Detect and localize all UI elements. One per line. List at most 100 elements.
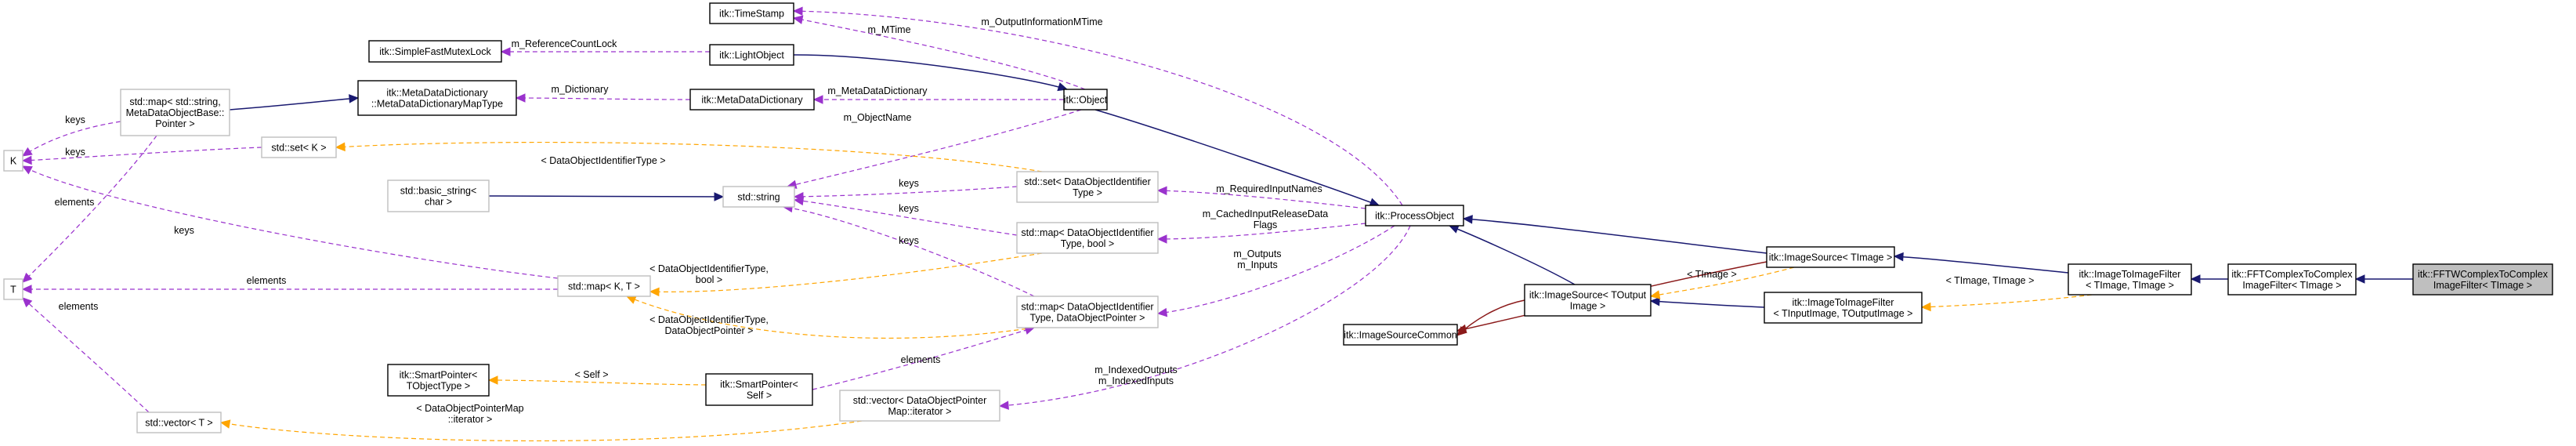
edge-arrowhead — [792, 15, 804, 24]
edge-line — [783, 206, 1035, 297]
node-box[interactable] — [136, 412, 222, 433]
node-box[interactable] — [705, 373, 813, 406]
node-imagesource_timage[interactable]: itk::ImageSource< TImage > — [1766, 246, 1895, 268]
node-smartpointer_tobj[interactable]: itk::SmartPointer<TObjectType > — [387, 364, 490, 397]
node-label: char > — [425, 197, 452, 208]
edge-line — [999, 225, 1411, 407]
edge-line — [1449, 225, 1576, 285]
node-metadatadictionary[interactable]: itk::MetaDataDictionary — [689, 89, 815, 111]
edge-arrowhead — [2190, 274, 2201, 284]
node-label: itk::MetaDataDictionary — [386, 88, 488, 99]
node-map_doit_bool[interactable]: std::map< DataObjectIdentifierType, bool… — [1016, 222, 1159, 254]
edge-label: keys — [65, 114, 85, 125]
node-box[interactable] — [387, 364, 490, 397]
edge-object-processobject — [1094, 109, 1380, 207]
edge-arrowhead — [515, 93, 526, 103]
edges-layer: m_MTimem_OutputInformationMTimem_Referen… — [21, 6, 2413, 442]
node-box[interactable] — [1016, 171, 1159, 203]
node-box[interactable] — [3, 278, 24, 300]
node-box[interactable] — [2068, 263, 2192, 296]
node-box[interactable] — [120, 89, 230, 136]
node-box[interactable] — [1016, 222, 1159, 254]
node-box[interactable] — [557, 275, 651, 297]
node-box[interactable] — [689, 89, 815, 111]
node-set_doit[interactable]: std::set< DataObjectIdentifierType > — [1016, 171, 1159, 203]
node-box[interactable] — [1766, 246, 1895, 268]
node-simplefastmutexlock[interactable]: itk::SimpleFastMutexLock — [368, 40, 502, 63]
node-object[interactable]: itk::Object — [1063, 89, 1108, 111]
node-smartpointer_self[interactable]: itk::SmartPointer<Self > — [705, 373, 813, 406]
edge-label: m_ObjectName — [844, 112, 912, 123]
node-label: itk::SimpleFastMutexLock — [379, 46, 491, 57]
node-box[interactable] — [368, 40, 502, 63]
node-label: MetaDataObjectBase:: — [126, 107, 225, 118]
node-box[interactable] — [2412, 263, 2553, 296]
node-box[interactable] — [1524, 284, 1652, 317]
edge-basicstring-string — [488, 192, 725, 201]
edge-label: bool > — [696, 274, 722, 285]
edge-label: elements — [55, 197, 95, 208]
node-label: itk::ImageSource< TOutput — [1529, 290, 1647, 301]
edge-arrowhead — [1156, 307, 1168, 317]
node-label: itk::SmartPointer< — [400, 370, 478, 381]
node-imagetoimagefilter_tin[interactable]: itk::ImageToImageFilter< TInputImage, TO… — [1764, 292, 1923, 324]
node-box[interactable] — [357, 80, 517, 116]
node-box[interactable] — [1343, 324, 1458, 346]
node-metadatadictionarymaptype[interactable]: itk::MetaDataDictionary::MetaDataDiction… — [357, 80, 517, 116]
node-basic_string[interactable]: std::basic_string<char > — [387, 179, 490, 212]
node-box[interactable] — [709, 44, 794, 66]
node-vector_t[interactable]: std::vector< T > — [136, 412, 222, 433]
node-label: itk::ImageSource< TImage > — [1769, 252, 1893, 263]
node-label: Type > — [1073, 187, 1102, 198]
edge-imagesource_timage-itif_timage — [1893, 252, 2069, 274]
node-imagetoimagefilter_timage[interactable]: itk::ImageToImageFilter< TImage, TImage … — [2068, 263, 2192, 296]
edge-label: keys — [65, 147, 85, 158]
node-map_doit_dop[interactable]: std::map< DataObjectIdentifierType, Data… — [1016, 296, 1159, 328]
edge-itif_tin-itif_timage: < TImage, TImage > — [1920, 275, 2093, 312]
node-k[interactable]: K — [3, 150, 24, 172]
node-box[interactable] — [3, 150, 24, 172]
node-vector_dopm[interactable]: std::vector< DataObjectPointerMap::itera… — [839, 390, 1000, 422]
node-box[interactable] — [1016, 296, 1159, 328]
edge-vector-vectordopm: < DataObjectPointerMap::iterator > — [219, 403, 863, 442]
edge-setdoit-processobject: m_RequiredInputNames — [1156, 183, 1366, 209]
edge-line — [793, 54, 1068, 90]
node-label: std::map< DataObjectIdentifier — [1021, 227, 1153, 238]
edge-label: < TImage, TImage > — [1946, 275, 2035, 286]
edge-line — [1157, 225, 1395, 314]
node-map_kt[interactable]: std::map< K, T > — [557, 275, 651, 297]
edge-label: keys — [174, 225, 194, 236]
edge-imagesource_toutput-imagesource_timage: < TImage > — [1649, 267, 1795, 299]
edge-label: m_Outputs — [1233, 248, 1281, 259]
node-box[interactable] — [1365, 205, 1464, 227]
node-label: T — [10, 285, 16, 296]
edge-line — [335, 141, 1043, 172]
node-set_k[interactable]: std::set< K > — [261, 136, 337, 158]
node-timestamp[interactable]: itk::TimeStamp — [709, 2, 794, 24]
edge-line — [1921, 294, 2093, 308]
edge-arrowhead — [21, 147, 33, 157]
edge-label: ::iterator > — [448, 414, 493, 425]
node-box[interactable] — [261, 136, 337, 158]
node-box[interactable] — [722, 186, 795, 208]
node-label: Type, DataObjectPointer > — [1030, 313, 1145, 324]
node-box[interactable] — [1764, 292, 1923, 324]
node-t[interactable]: T — [3, 278, 24, 300]
edge-arrowhead — [1156, 186, 1167, 196]
node-imagesource_toutput[interactable]: itk::ImageSource< TOutputImage > — [1524, 284, 1652, 317]
node-map_string[interactable]: std::map< std::string,MetaDataObjectBase… — [120, 89, 230, 136]
node-box[interactable] — [387, 179, 490, 212]
node-box[interactable] — [709, 2, 794, 24]
edge-line — [22, 135, 157, 283]
node-processobject[interactable]: itk::ProcessObject — [1365, 205, 1464, 227]
node-string[interactable]: std::string — [722, 186, 795, 208]
node-imagesourcecommon[interactable]: itk::ImageSourceCommon — [1343, 324, 1458, 346]
node-lightobject[interactable]: itk::LightObject — [709, 44, 794, 66]
node-box[interactable] — [2227, 263, 2357, 296]
node-box[interactable] — [1063, 89, 1108, 111]
node-box[interactable] — [839, 390, 1000, 422]
edge-arrowhead — [349, 94, 360, 103]
